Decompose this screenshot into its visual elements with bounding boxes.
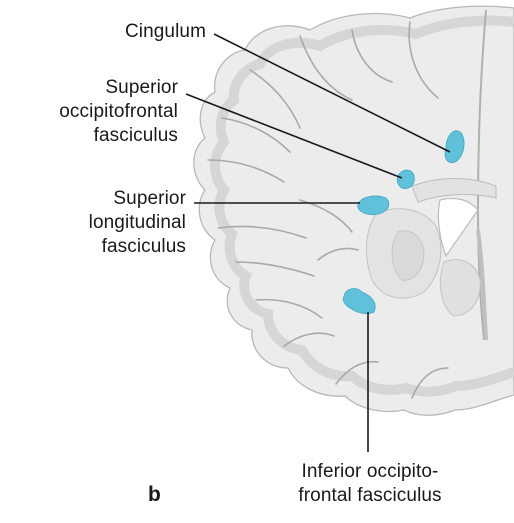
- label-line: Inferior occipito-: [270, 460, 470, 484]
- label-line: fasciculus: [0, 124, 178, 148]
- label-line: frontal fasciculus: [270, 484, 470, 508]
- label-line: longitudinal: [50, 211, 186, 235]
- superior-longitudinal-tract: [358, 196, 389, 215]
- label-inferior-occipitofrontal-fasciculus: Inferior occipito- frontal fasciculus: [270, 460, 470, 508]
- label-line: occipitofrontal: [0, 100, 178, 124]
- superior-occipitofrontal-tract: [397, 170, 414, 189]
- label-line: Superior: [0, 76, 178, 100]
- label-cingulum: Cingulum: [60, 20, 206, 44]
- label-superior-longitudinal-fasciculus: Superior longitudinal fasciculus: [50, 187, 186, 259]
- label-line: Cingulum: [60, 20, 206, 44]
- panel-letter: b: [148, 483, 161, 507]
- label-superior-occipitofrontal-fasciculus: Superior occipitofrontal fasciculus: [0, 76, 178, 148]
- label-line: Superior: [50, 187, 186, 211]
- label-line: fasciculus: [50, 235, 186, 259]
